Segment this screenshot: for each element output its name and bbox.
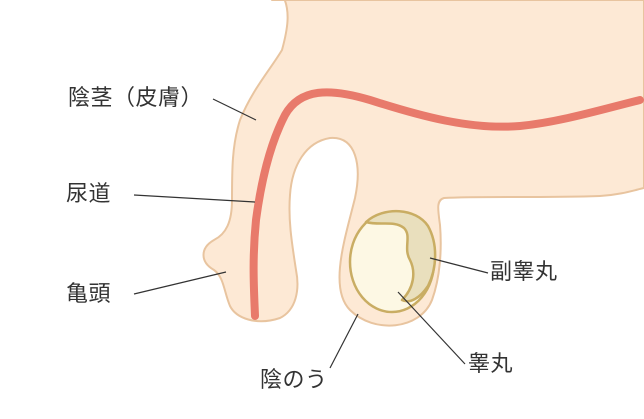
leader-scrotum: [329, 313, 359, 369]
body-silhouette: [202, 0, 644, 327]
leader-urethra: [133, 194, 256, 203]
epididymis-shape: [364, 209, 437, 303]
label-scrotum: 陰のう: [260, 368, 328, 393]
label-urethra: 尿道: [66, 182, 112, 207]
label-epididymis: 副睾丸: [490, 260, 558, 285]
label-testis: 睾丸: [468, 352, 514, 377]
label-shaft: 陰茎（皮膚）: [68, 86, 204, 111]
urethra-line: [249, 88, 644, 320]
leader-testis: [397, 291, 466, 365]
leader-glans: [133, 271, 227, 295]
leader-shaft: [212, 98, 257, 121]
leader-epididymis: [429, 257, 489, 274]
label-glans: 亀頭: [66, 282, 112, 307]
